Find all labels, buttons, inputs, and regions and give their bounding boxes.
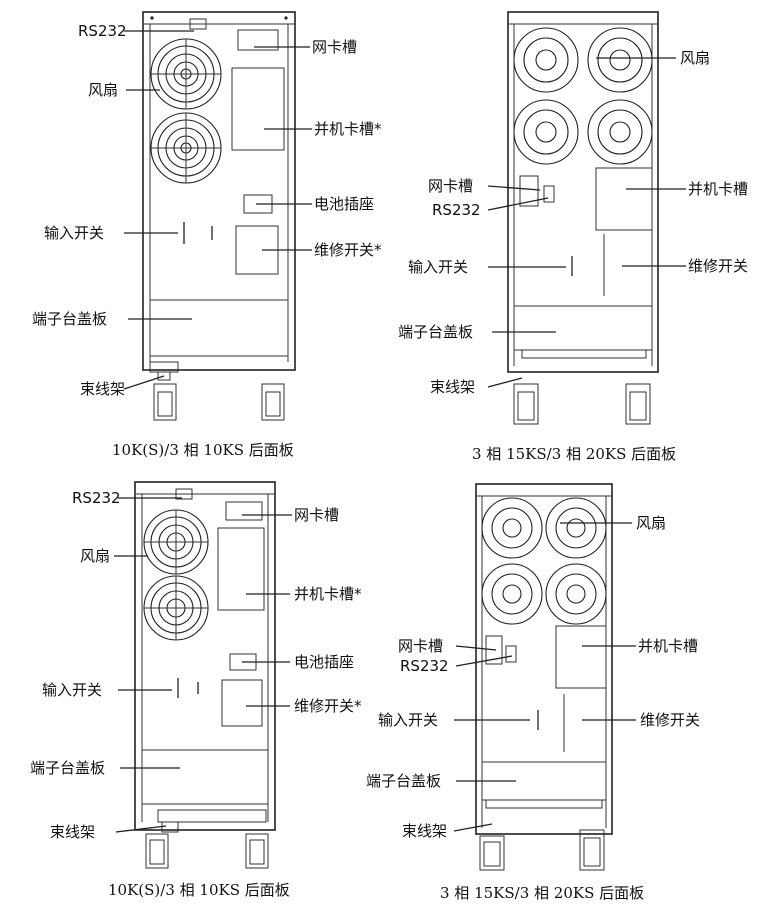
label-terminal-cover: 端子台盖板 [398,323,473,341]
cable-bar [485,799,603,809]
caption-top-left: 10K(S)/3 相 10KS 后面板 [112,441,294,459]
caption-bottom-left: 10K(S)/3 相 10KS 后面板 [108,881,290,899]
fan-upper [150,38,222,110]
label-rs232: RS232 [72,489,121,507]
rs232-port [543,185,555,203]
fan-grid [513,27,653,165]
label-netcard: 网卡槽 [312,38,357,56]
casters [145,833,269,869]
parallel-slot [217,527,265,611]
parallel-slot [595,167,653,231]
label-terminal-cover: 端子台盖板 [32,310,107,328]
casters [513,383,651,425]
label-input-switch: 输入开关 [378,711,438,729]
casters [153,383,285,421]
cabinet-large [507,11,659,373]
cabinet-small [134,481,276,831]
cable-rack [149,361,179,381]
label-input-switch: 输入开关 [42,681,102,699]
label-maint: 维修开关* [294,697,362,715]
input-switch [183,222,213,244]
cabinet-small [142,11,296,371]
fan-lower [150,112,222,184]
panel-bottom-right: 风扇 网卡槽 并机卡槽 RS232 输入开关 维修开关 端子台盖板 束线架 3 … [366,483,700,902]
cable-bar [521,349,647,359]
netcard-slot [519,175,539,207]
panel-bottom-left: RS232 网卡槽 风扇 并机卡槽* 电池插座 输入开关 维修开关* 端子台盖板… [30,481,362,899]
label-cable-rack: 束线架 [50,823,95,841]
maint-switch [221,679,263,727]
label-rs232: RS232 [78,22,127,40]
fan-upper [143,509,209,575]
label-fan: 风扇 [636,514,666,532]
label-rs232: RS232 [400,657,449,675]
netcard-slot [485,635,503,665]
label-maint: 维修开关 [688,257,748,275]
parallel-slot [231,67,285,151]
label-terminal-cover: 端子台盖板 [30,759,105,777]
label-maint: 维修开关 [640,711,700,729]
netcard-slot [237,29,279,51]
label-battery: 电池插座 [294,653,354,671]
terminal-cover [141,749,269,805]
terminal-cover [149,299,289,357]
panel-top-right: 风扇 网卡槽 并机卡槽 RS232 输入开关 维修开关 端子台盖板 束线架 3 … [398,11,748,463]
caption-top-right: 3 相 15KS/3 相 20KS 后面板 [472,445,676,463]
netcard-slot [225,501,263,521]
label-parallel: 并机卡槽* [294,585,362,603]
label-cable-rack: 束线架 [430,378,475,396]
label-fan: 风扇 [80,547,110,565]
caption-bottom-right: 3 相 15KS/3 相 20KS 后面板 [440,884,644,902]
casters [479,829,605,871]
panel-top-left: RS232 网卡槽 风扇 并机卡槽* 电池插座 输入开关 维修开关* 端子台盖板… [32,11,382,459]
label-netcard: 网卡槽 [398,637,443,655]
label-cable-rack: 束线架 [80,380,125,398]
label-input-switch: 输入开关 [408,258,468,276]
label-terminal-cover: 端子台盖板 [366,772,441,790]
label-fan: 风扇 [88,81,118,99]
label-parallel: 并机卡槽 [688,180,748,198]
parallel-slot [555,625,607,689]
label-maint: 维修开关* [314,241,382,259]
label-cable-rack: 束线架 [402,822,447,840]
rs232-port [505,645,517,663]
label-netcard: 网卡槽 [294,506,339,524]
fan-lower [143,575,209,641]
input-switch [177,678,199,698]
label-battery: 电池插座 [314,195,374,213]
label-input-switch: 输入开关 [44,224,104,242]
label-rs232: RS232 [432,201,481,219]
label-fan: 风扇 [680,49,710,67]
label-parallel: 并机卡槽* [314,120,382,138]
label-netcard: 网卡槽 [428,177,473,195]
label-parallel: 并机卡槽 [638,637,698,655]
fan-grid [481,497,607,625]
